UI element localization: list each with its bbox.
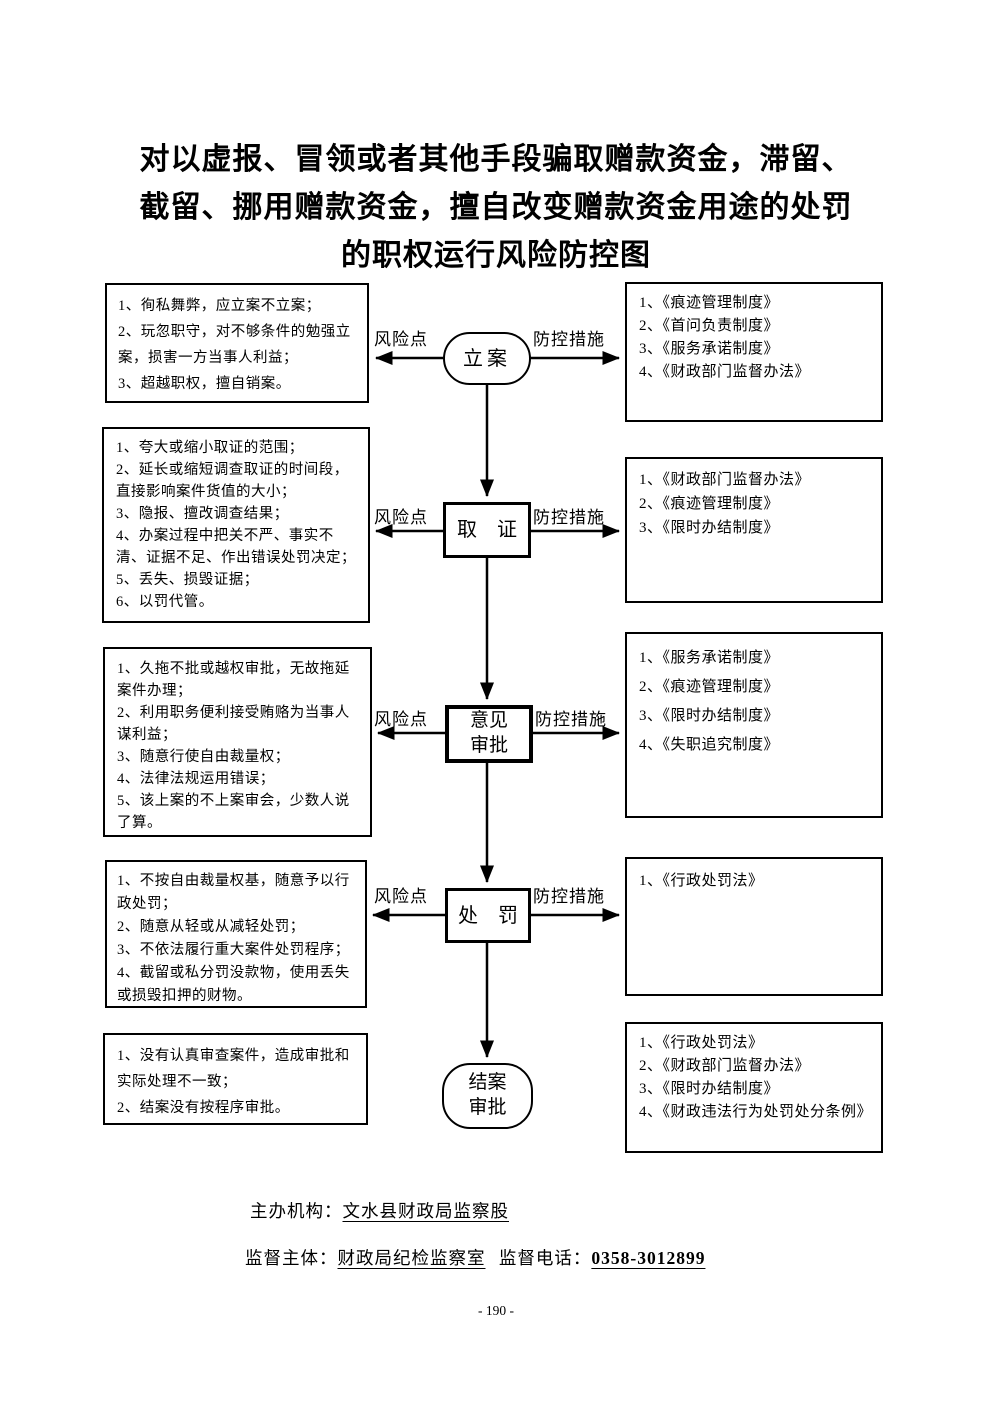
risk-point-label: 风险点 [374, 330, 428, 349]
page-number: - 190 - [478, 1303, 514, 1318]
measure-item: 1、《痕迹管理制度》 [639, 295, 780, 311]
risk-item: 4、办案过程中把关不严、事实不清、证据不足、作出错误处罚决定； [116, 528, 356, 566]
risk-item: 1、夸大或缩小取证的范围； [116, 440, 304, 456]
risk-item: 3、随意行使自由裁量权； [117, 749, 290, 765]
risk-item: 1、徇私舞弊，应立案不立案； [118, 298, 321, 314]
risk-point-label: 风险点 [374, 508, 428, 527]
footer-host-line: 主办机构：文水县财政局监察股 [250, 1198, 509, 1223]
risk-box-yijianshenpi: 1、久拖不批或越权审批，无故拖延案件办理； 2、利用职务便利接受贿赂为当事人谋利… [103, 647, 372, 837]
risk-box-chufa: 1、不按自由裁量权基，随意予以行政处罚； 2、随意从轻或从减轻处罚； 3、不依法… [105, 860, 367, 1008]
flow-node-lian: 立案 [443, 332, 531, 385]
page-title: 对以虚报、冒领或者其他手段骗取赠款资金，滞留、 截留、挪用赠款资金，擅自改变赠款… [0, 136, 992, 280]
risk-item: 6、以罚代管。 [116, 594, 214, 610]
measure-item: 3、《限时办结制度》 [639, 708, 780, 724]
measure-item: 1、《行政处罚法》 [639, 873, 764, 889]
risk-box-quzheng: 1、夸大或缩小取证的范围； 2、延长或缩短调查取证的时间段，直接影响案件货值的大… [102, 427, 370, 623]
host-label: 主办机构： [250, 1201, 343, 1221]
risk-item: 2、玩忽职守，对不够条件的勉强立案，损害一方当事人利益； [118, 324, 351, 366]
risk-item: 2、利用职务便利接受贿赂为当事人谋利益； [117, 705, 350, 743]
title-line-2: 截留、挪用赠款资金，擅自改变赠款资金用途的处罚 [139, 191, 853, 224]
risk-item: 1、不按自由裁量权基，随意予以行政处罚； [117, 873, 350, 912]
measure-box-lian: 1、《痕迹管理制度》 2、《首问负责制度》 3、《服务承诺制度》 4、《财政部门… [625, 282, 883, 422]
risk-item: 1、久拖不批或越权审批，无故拖延案件办理； [117, 661, 350, 699]
supervisor-value: 财政局纪检监察室 [337, 1248, 486, 1268]
risk-item: 4、法律法规运用错误； [117, 771, 275, 787]
measure-item: 4、《财政违法行为处罚处分条例》 [639, 1104, 873, 1120]
risk-item: 2、结案没有按程序审批。 [117, 1100, 290, 1116]
risk-item: 2、延长或缩短调查取证的时间段，直接影响案件货值的大小； [116, 462, 349, 500]
risk-point-label: 风险点 [374, 887, 428, 906]
risk-item: 2、随意从轻或从减轻处罚； [117, 919, 305, 935]
footer-supervisor-line: 监督主体：财政局纪检监察室 监督电话：0358-3012899 [245, 1245, 705, 1270]
risk-item: 4、截留或私分罚没款物，使用丢失或损毁扣押的财物。 [117, 965, 350, 1004]
measure-item: 1、《行政处罚法》 [639, 1035, 764, 1051]
title-line-1: 对以虚报、冒领或者其他手段骗取赠款资金，滞留、 [139, 143, 853, 176]
measure-item: 2、《痕迹管理制度》 [639, 679, 780, 695]
measure-item: 2、《财政部门监督办法》 [639, 1058, 811, 1074]
control-measure-label: 防控措施 [533, 887, 605, 906]
measure-item: 1、《服务承诺制度》 [639, 650, 780, 666]
risk-point-label: 风险点 [374, 710, 428, 729]
control-measure-label: 防控措施 [533, 508, 605, 527]
control-measure-label: 防控措施 [535, 710, 607, 729]
risk-item: 1、没有认真审查案件，造成审批和实际处理不一致； [117, 1048, 350, 1090]
measure-item: 3、《限时办结制度》 [639, 520, 780, 536]
risk-item: 3、不依法履行重大案件处罚程序； [117, 942, 350, 958]
risk-item: 5、丢失、损毁证据； [116, 572, 259, 588]
measure-item: 2、《首问负责制度》 [639, 318, 780, 334]
measure-item: 4、《失职追究制度》 [639, 737, 780, 753]
measure-box-quzheng: 1、《财政部门监督办法》 2、《痕迹管理制度》 3、《限时办结制度》 [625, 457, 883, 603]
measure-item: 1、《财政部门监督办法》 [639, 472, 811, 488]
flow-node-quzheng: 取 证 [443, 502, 531, 558]
risk-item: 3、隐报、擅改调查结果； [116, 506, 289, 522]
flow-node-jieanshenpi: 结案 审批 [442, 1063, 533, 1129]
risk-item: 3、超越职权，擅自销案。 [118, 376, 291, 392]
risk-item: 5、该上案的不上案审会，少数人说了算。 [117, 793, 350, 831]
measure-box-jieanshenpi: 1、《行政处罚法》 2、《财政部门监督办法》 3、《限时办结制度》 4、《财政违… [625, 1022, 883, 1153]
phone-label: 监督电话： [498, 1248, 592, 1268]
risk-box-jieanshenpi: 1、没有认真审查案件，造成审批和实际处理不一致； 2、结案没有按程序审批。 [103, 1033, 368, 1125]
supervisor-label: 监督主体： [245, 1248, 338, 1268]
control-measure-label: 防控措施 [533, 330, 605, 349]
flow-node-yijianshenpi: 意见 审批 [445, 705, 533, 763]
measure-item: 3、《限时办结制度》 [639, 1081, 780, 1097]
measure-item: 3、《服务承诺制度》 [639, 341, 780, 357]
measure-item: 2、《痕迹管理制度》 [639, 496, 780, 512]
measure-item: 4、《财政部门监督办法》 [639, 364, 811, 380]
flow-node-chufa: 处 罚 [445, 888, 531, 943]
risk-box-lian: 1、徇私舞弊，应立案不立案； 2、玩忽职守，对不够条件的勉强立案，损害一方当事人… [105, 283, 369, 403]
measure-box-yijianshenpi: 1、《服务承诺制度》 2、《痕迹管理制度》 3、《限时办结制度》 4、《失职追究… [625, 632, 883, 818]
measure-box-chufa: 1、《行政处罚法》 [625, 857, 883, 996]
host-value: 文水县财政局监察股 [342, 1201, 509, 1221]
title-line-3: 的职权运行风险防控图 [341, 239, 651, 272]
phone-value: 0358-3012899 [591, 1248, 706, 1268]
